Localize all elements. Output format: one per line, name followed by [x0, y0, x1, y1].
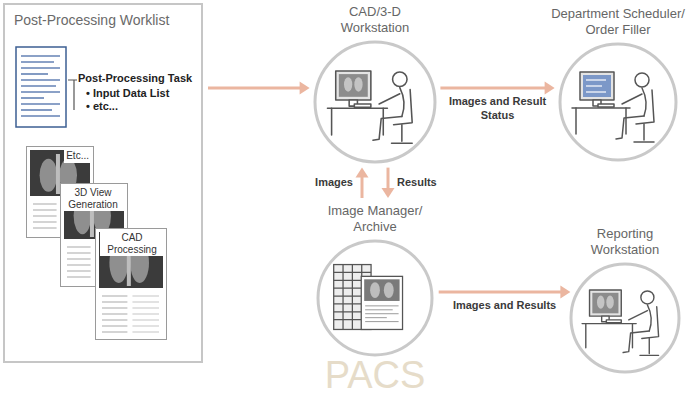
edge-label: Images and Results	[440, 299, 570, 313]
arrow-line	[361, 177, 364, 198]
watermark: PACS	[325, 356, 426, 394]
circle-shape	[569, 262, 681, 374]
system-node: Reporting Workstation	[560, 226, 690, 376]
system-node: CAD/3-D Workstation	[310, 4, 440, 170]
bracket	[68, 80, 77, 110]
workstation-sketch	[582, 290, 659, 355]
arrow-line	[387, 168, 390, 189]
archive-sketch	[334, 265, 403, 330]
flow-arrow	[439, 286, 571, 299]
worklist-icon	[16, 47, 66, 127]
arrow-head	[356, 168, 369, 178]
card-label: 3D View Generation	[61, 186, 125, 211]
flow-arrow	[356, 168, 369, 198]
panel-title: Post-Processing Worklist	[5, 5, 201, 36]
system-node: Department Scheduler/ Order Filler	[538, 6, 698, 164]
system-node: Image Manager/ Archive	[310, 203, 440, 359]
node-heading: Image Manager/ Archive	[320, 203, 430, 234]
node-heading: Reporting Workstation	[570, 226, 680, 257]
note-text: • etc...	[86, 101, 118, 112]
arrow-head	[300, 82, 310, 95]
card-label: CAD Processing	[100, 231, 164, 256]
card-label: Etc...	[64, 149, 91, 163]
note-text: Post-Processing Task	[78, 73, 192, 84]
arrow-head	[560, 286, 570, 299]
node-heading: CAD/3-D Workstation	[320, 4, 430, 35]
flow-arrow	[440, 82, 554, 95]
circle-outline	[558, 42, 678, 162]
flow-arrow	[208, 82, 310, 95]
edge-label: Images and Result Status	[445, 95, 551, 123]
circle-shape	[316, 239, 434, 357]
node-heading: Department Scheduler/ Order Filler	[538, 6, 698, 37]
edge-label: Results	[397, 176, 437, 190]
arrow-head	[382, 188, 395, 198]
circle-outline	[316, 239, 434, 357]
workstation-sketch	[572, 72, 654, 142]
circle-outline	[313, 40, 437, 164]
circle-shape	[558, 42, 678, 162]
flow-arrow	[382, 168, 395, 198]
note-text: • Input Data List	[86, 88, 169, 99]
task-card: CAD Processing	[95, 228, 167, 340]
worklist-panel: Post-Processing WorklistEtc... 3D View Ge…	[3, 3, 203, 363]
workstation-sketch	[327, 71, 412, 143]
edge-label: Images	[315, 176, 353, 190]
arrow-head	[545, 82, 555, 95]
circle-shape	[313, 40, 437, 164]
arrow-line	[439, 291, 562, 294]
circle-outline	[569, 262, 681, 374]
arrow-line	[208, 87, 301, 90]
arrow-line	[440, 87, 545, 90]
